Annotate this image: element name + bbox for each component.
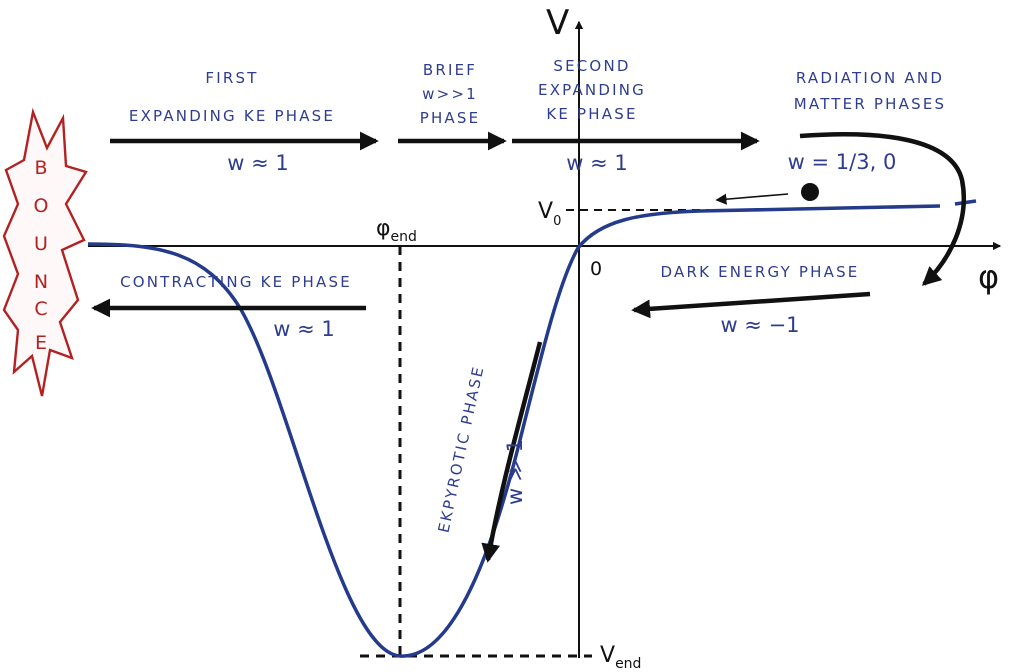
bounce-letter: O (34, 195, 49, 217)
first-expanding-w: w ≈ 1 (227, 151, 288, 175)
ball-direction-arrow (715, 193, 789, 205)
first-expanding-line2: EXPANDING KE PHASE (129, 107, 335, 125)
ekpyrotic-w: w ≫ 1 (503, 439, 527, 505)
phi-axis-label: φ (978, 258, 999, 296)
second-expanding-line3: KE PHASE (546, 105, 637, 123)
bounce-letter: C (34, 298, 47, 320)
radiation-matter-w: w = 1/3, 0 (788, 150, 897, 174)
v-end-label: Vend (600, 643, 641, 672)
second-expanding-w: w ≈ 1 (566, 151, 627, 175)
v-axis-label: V (546, 3, 569, 43)
contracting-w: w ≈ 1 (273, 317, 334, 341)
dark-energy-arrow (631, 291, 871, 319)
bounce-burst (2, 107, 88, 397)
contracting-label: CONTRACTING KE PHASE (120, 273, 352, 291)
bounce-letter: N (34, 271, 48, 293)
radiation-matter-arrow (799, 132, 966, 286)
dark-energy-label: DARK ENERGY PHASE (661, 263, 860, 281)
ekpyrotic-label: EKPYROTIC PHASE (435, 364, 488, 535)
second-expanding-line2: EXPANDING (538, 81, 646, 99)
bounce-label: B O U N C E (34, 157, 49, 354)
first-expanding-line1: FIRST (205, 69, 258, 87)
dark-energy-w: w ≈ −1 (720, 313, 799, 337)
field-ball (801, 183, 819, 201)
v0-label: V0 (538, 199, 561, 229)
bounce-letter: U (34, 233, 48, 255)
bounce-letter: E (35, 332, 47, 354)
ekpyrotic-arrow (481, 341, 543, 563)
brief-line2: w>>1 (422, 85, 478, 103)
radiation-matter-line2: MATTER PHASES (794, 95, 946, 113)
origin-label: 0 (590, 258, 602, 280)
brief-line1: BRIEF (423, 61, 477, 79)
brief-line3: PHASE (420, 109, 481, 127)
radiation-matter-line1: RADIATION AND (796, 69, 944, 87)
second-expanding-line1: SECOND (553, 57, 630, 75)
phi-end-label: φend (376, 216, 417, 245)
bounce-letter: B (34, 157, 47, 179)
